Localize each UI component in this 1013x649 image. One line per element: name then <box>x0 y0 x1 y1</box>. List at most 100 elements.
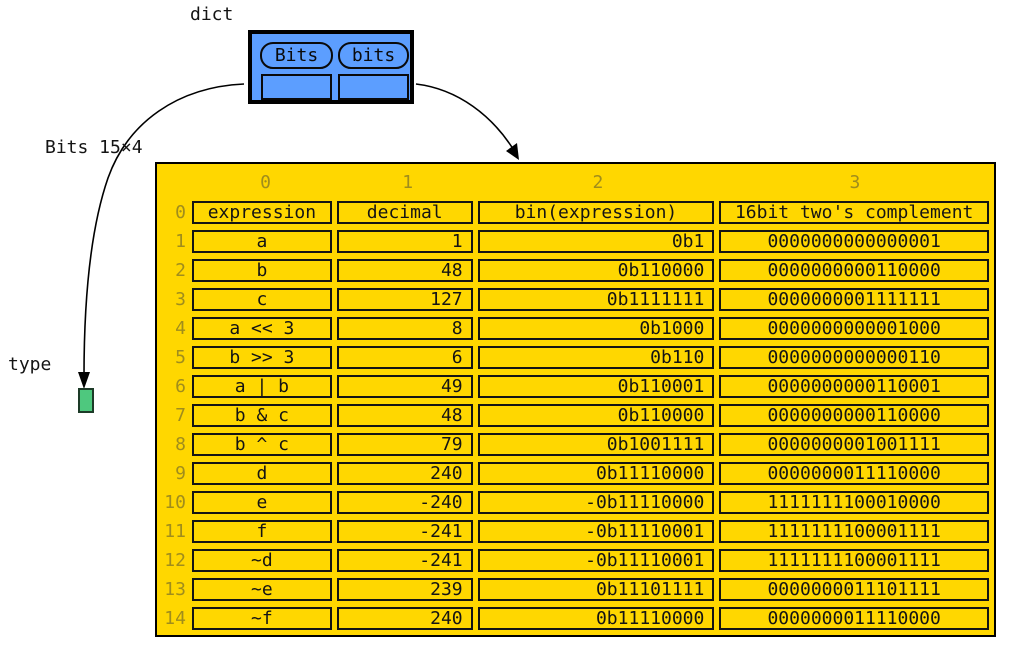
table-cell: 0000000011110000 <box>719 607 989 630</box>
row-index: 3 <box>175 289 186 310</box>
type-node <box>78 388 94 413</box>
table-cell: 0000000011101111 <box>719 578 989 601</box>
table-cell: a | b <box>191 375 332 398</box>
table-cell: 0b110001 <box>477 375 715 398</box>
table-cell: 0b11110000 <box>477 462 715 485</box>
row-index: 13 <box>164 579 186 600</box>
table-cell: 239 <box>336 578 473 601</box>
table-cell: 1111111100010000 <box>719 491 989 514</box>
dict-node: Bits bits <box>248 30 414 104</box>
table-cell: 0b110000 <box>477 259 715 282</box>
table-cell: e <box>191 491 332 514</box>
row-index: 8 <box>175 434 186 455</box>
col-header: 3 <box>849 172 861 193</box>
table-cell: 48 <box>336 259 473 282</box>
dict-type-label: dict <box>190 4 234 25</box>
table-cell: 49 <box>336 375 473 398</box>
table-cell: 240 <box>336 607 473 630</box>
arrowhead-to-array-icon <box>506 143 519 160</box>
table-cell: 1111111100001111 <box>719 549 989 572</box>
row-index: 6 <box>175 376 186 397</box>
table-cell: 16bit two's complement <box>719 201 989 224</box>
row-index: 10 <box>164 492 186 513</box>
row-index: 1 <box>175 231 186 252</box>
table-cell: a << 3 <box>191 317 332 340</box>
col-header: 2 <box>592 172 604 193</box>
table-cell: 0000000000000001 <box>719 230 989 253</box>
table-cell: 0000000011110000 <box>719 462 989 485</box>
table-cell: 0000000000110001 <box>719 375 989 398</box>
table-cell: b ^ c <box>191 433 332 456</box>
row-index: 7 <box>175 405 186 426</box>
table-cell: ~e <box>191 578 332 601</box>
table-cell: ~d <box>191 549 332 572</box>
table-cell: 79 <box>336 433 473 456</box>
table-cell: bin(expression) <box>477 201 715 224</box>
row-index: 11 <box>164 521 186 542</box>
table-cell: 0000000000000110 <box>719 346 989 369</box>
row-index: 4 <box>175 318 186 339</box>
table-cell: -0b11110001 <box>477 520 715 543</box>
arrowhead-to-type-icon <box>78 372 90 389</box>
table-cell: -0b11110001 <box>477 549 715 572</box>
table-cell: ~f <box>191 607 332 630</box>
table-cell: -241 <box>336 549 473 572</box>
table-cell: 240 <box>336 462 473 485</box>
table-cell: 0b110000 <box>477 404 715 427</box>
row-index: 5 <box>175 347 186 368</box>
table-cell: -240 <box>336 491 473 514</box>
table-cell: -0b11110000 <box>477 491 715 514</box>
table-cell: 48 <box>336 404 473 427</box>
table-cell: 0b11110000 <box>477 607 715 630</box>
table-cell: 0000000001001111 <box>719 433 989 456</box>
table-cell: 0000000001111111 <box>719 288 989 311</box>
table-cell: b & c <box>191 404 332 427</box>
arrow-to-array <box>415 83 516 153</box>
array-type-label: Bits 15×4 <box>45 137 143 158</box>
table-cell: c <box>191 288 332 311</box>
row-index: 12 <box>164 550 186 571</box>
table-cell: 8 <box>336 317 473 340</box>
row-index: 9 <box>175 463 186 484</box>
dict-value-slot <box>261 74 332 100</box>
dict-value-slot <box>338 74 409 100</box>
table-cell: decimal <box>336 201 473 224</box>
col-header: 0 <box>260 172 271 193</box>
col-headers: 0 1 2 3 <box>196 172 994 193</box>
table-cell: 1 <box>336 230 473 253</box>
col-header: 1 <box>402 172 414 193</box>
table-cell: 6 <box>336 346 473 369</box>
table-cell: 0b1111111 <box>477 288 715 311</box>
table-cell: 0000000000001000 <box>719 317 989 340</box>
table-cell: f <box>191 520 332 543</box>
table-cell: b >> 3 <box>191 346 332 369</box>
table-cell: 0b1000 <box>477 317 715 340</box>
table-cell: a <box>191 230 332 253</box>
row-index: 14 <box>164 608 186 629</box>
table-cell: 1111111100001111 <box>719 520 989 543</box>
table-cell: 0b110 <box>477 346 715 369</box>
dict-key-pill: Bits <box>260 42 333 69</box>
table-cell: b <box>191 259 332 282</box>
table-cell: -241 <box>336 520 473 543</box>
table-cell: 127 <box>336 288 473 311</box>
type-type-label: type <box>8 354 52 375</box>
row-index: 2 <box>175 260 186 281</box>
table-cell: expression <box>191 201 332 224</box>
